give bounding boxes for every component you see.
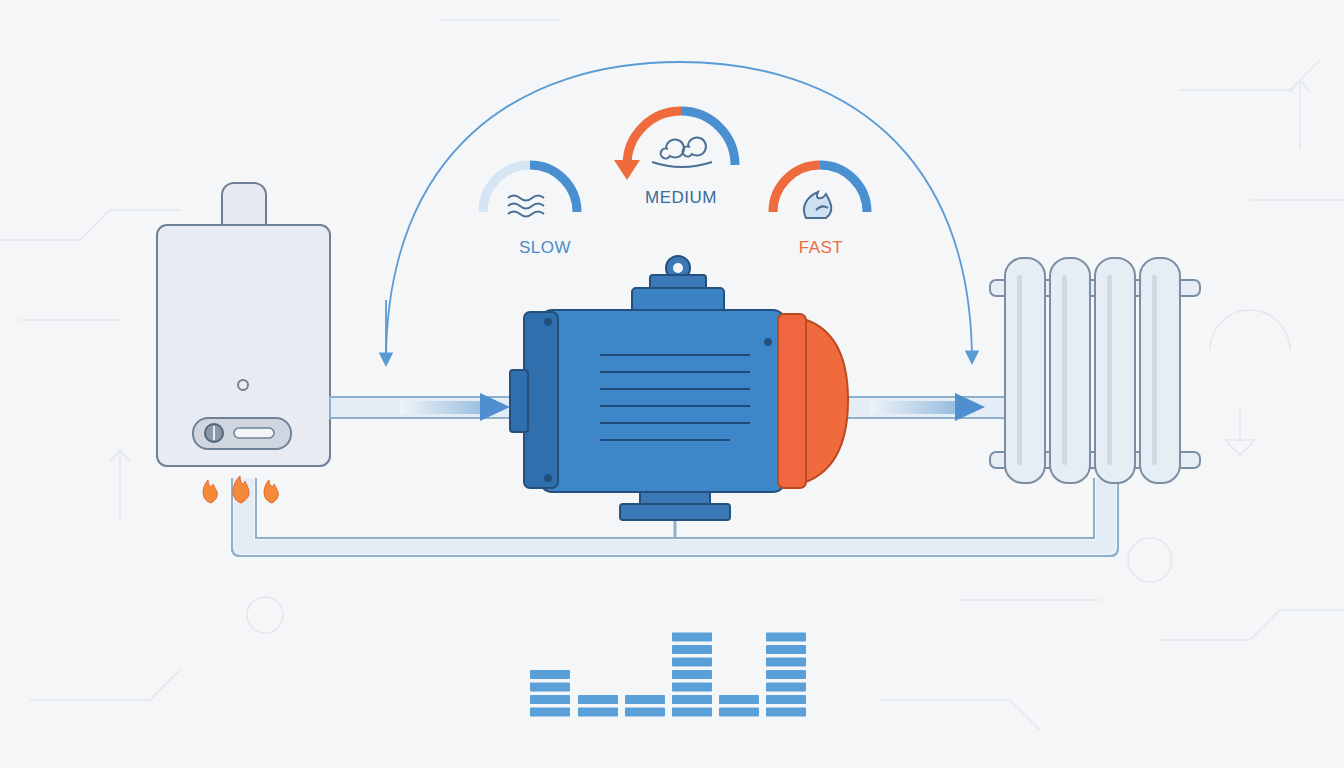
flow-arrow — [480, 393, 510, 421]
speed-gauge — [614, 111, 735, 180]
level-bar — [672, 645, 712, 654]
level-bar — [766, 645, 806, 654]
level-bar — [672, 658, 712, 667]
level-bar — [672, 633, 712, 642]
level-bar — [766, 670, 806, 679]
circulation-pump — [510, 256, 848, 520]
control-arc — [386, 62, 972, 362]
speed-label: SLOW — [519, 238, 571, 258]
level-bar — [672, 683, 712, 692]
level-bars — [530, 633, 806, 717]
level-bar — [766, 658, 806, 667]
level-bar — [672, 708, 712, 717]
level-bar — [672, 695, 712, 704]
level-bar — [766, 683, 806, 692]
level-bar — [719, 708, 759, 717]
level-bar — [530, 708, 570, 717]
speed-label: FAST — [799, 238, 844, 258]
speed-gauge — [773, 165, 867, 218]
speed-gauge — [483, 165, 577, 217]
level-bar — [625, 695, 665, 704]
boiler — [157, 183, 330, 503]
speed-label: MEDIUM — [645, 188, 717, 208]
level-bar — [766, 695, 806, 704]
level-bar — [766, 633, 806, 642]
level-bar — [672, 670, 712, 679]
level-bar — [719, 695, 759, 704]
level-bar — [578, 708, 618, 717]
level-bar — [530, 670, 570, 679]
flow-arrow — [955, 393, 985, 421]
level-bar — [530, 695, 570, 704]
background-circuit — [0, 20, 1344, 730]
level-bar — [766, 708, 806, 717]
radiator — [990, 258, 1200, 483]
level-bar — [625, 708, 665, 717]
level-bar — [578, 695, 618, 704]
level-bar — [530, 683, 570, 692]
